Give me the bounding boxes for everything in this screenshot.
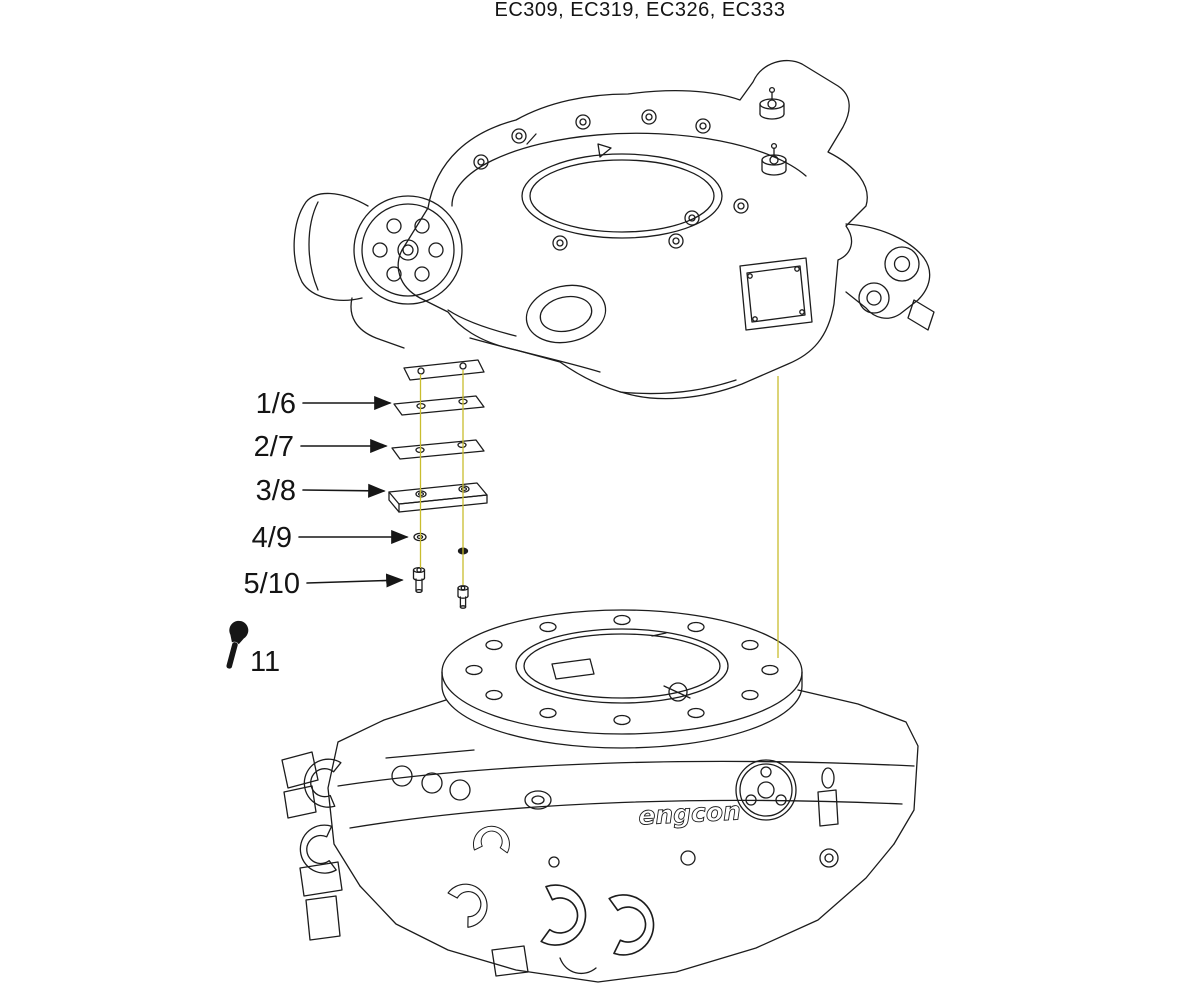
front-oval-opening	[525, 284, 607, 344]
shim-plate-2	[391, 439, 485, 460]
callout-label-5-10: 5/10	[244, 568, 300, 600]
line-art	[226, 60, 935, 983]
body-details	[281, 749, 839, 977]
engcon-logo: engcon	[638, 796, 742, 830]
callout-labels: 1/6 2/7 3/8 4/9 5/10 11	[244, 388, 300, 678]
top-flange	[441, 609, 803, 749]
assembly-guide-lines	[419, 370, 779, 658]
body-shell	[327, 689, 919, 983]
shim-plate-1	[393, 395, 485, 416]
left-boss-plate	[293, 192, 463, 305]
rotary-hub	[735, 759, 797, 821]
upper-housing	[293, 60, 935, 400]
wrench-icon	[226, 620, 249, 669]
gripper-jaws	[297, 755, 657, 957]
callout-label-1-6: 1/6	[256, 388, 296, 420]
callout-label-3-8: 3/8	[256, 475, 296, 507]
callout-label-11: 11	[250, 646, 280, 678]
deck-bolt-bosses	[473, 109, 749, 251]
bolt-left	[412, 566, 426, 594]
shim-block-3	[388, 482, 488, 513]
bolt-right	[457, 585, 469, 609]
shim-mounting-tab	[403, 359, 485, 381]
side-plate	[739, 257, 813, 331]
callout-label-2-7: 2/7	[254, 431, 294, 463]
callout-label-4-9: 4/9	[252, 522, 292, 554]
callout-arrows	[298, 395, 409, 588]
grease-studs	[759, 86, 787, 176]
lower-assembly	[281, 609, 919, 983]
right-clevis	[845, 223, 935, 331]
page-title: EC309, EC319, EC326, EC333	[494, 0, 786, 21]
flange-bolt-holes	[465, 614, 779, 726]
